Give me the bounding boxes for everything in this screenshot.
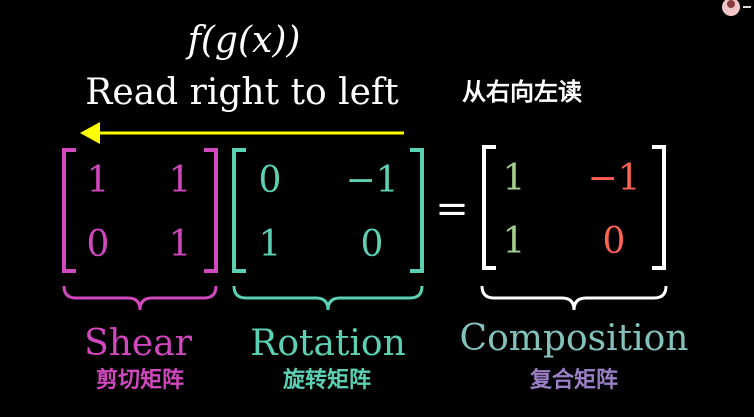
avatar-icon[interactable] [722,0,751,16]
shear-left-bracket [62,148,76,273]
shear-entry-22: 1 [169,224,192,265]
shear-entry-12: 1 [169,160,192,201]
shear-entry-21: 0 [87,224,110,265]
composition-entry-12: −1 [587,158,640,199]
shear-underbrace [62,285,218,311]
composition-right-bracket [652,145,666,270]
composition-entry-11: 1 [503,158,526,199]
rotation-entry-21: 1 [259,224,282,265]
shear-entry-11: 1 [87,160,110,201]
rotation-right-bracket [410,148,424,273]
rotation-label-zh: 旋转矩阵 [283,367,371,393]
rotation-underbrace [232,285,424,311]
read-direction-label-zh: 从右向左读 [462,78,582,106]
rotation-label: Rotation [250,323,406,364]
left-arrow-icon [80,122,404,144]
rotation-entry-12: −1 [345,160,398,201]
shear-label-zh: 剪切矩阵 [96,367,184,393]
composition-underbrace [480,285,668,311]
formula-fgx: f(g(x)) [185,20,301,61]
composition-label: Composition [460,318,689,359]
shear-matrix: 1 1 0 1 [62,148,218,273]
composition-entry-21: 1 [503,221,526,262]
rotation-entry-11: 0 [259,160,282,201]
read-direction-label: Read right to left [85,72,399,113]
shear-right-bracket [204,148,218,273]
shear-label: Shear [84,323,193,364]
rotation-left-bracket [232,148,246,273]
composition-left-bracket [482,145,496,270]
composition-matrix: 1 −1 1 0 [482,145,666,270]
rotation-entry-22: 0 [361,224,384,265]
composition-entry-22: 0 [603,221,626,262]
equals-sign: = [435,186,469,232]
composition-label-zh: 复合矩阵 [529,367,618,393]
rotation-matrix: 0 −1 1 0 [232,148,424,273]
